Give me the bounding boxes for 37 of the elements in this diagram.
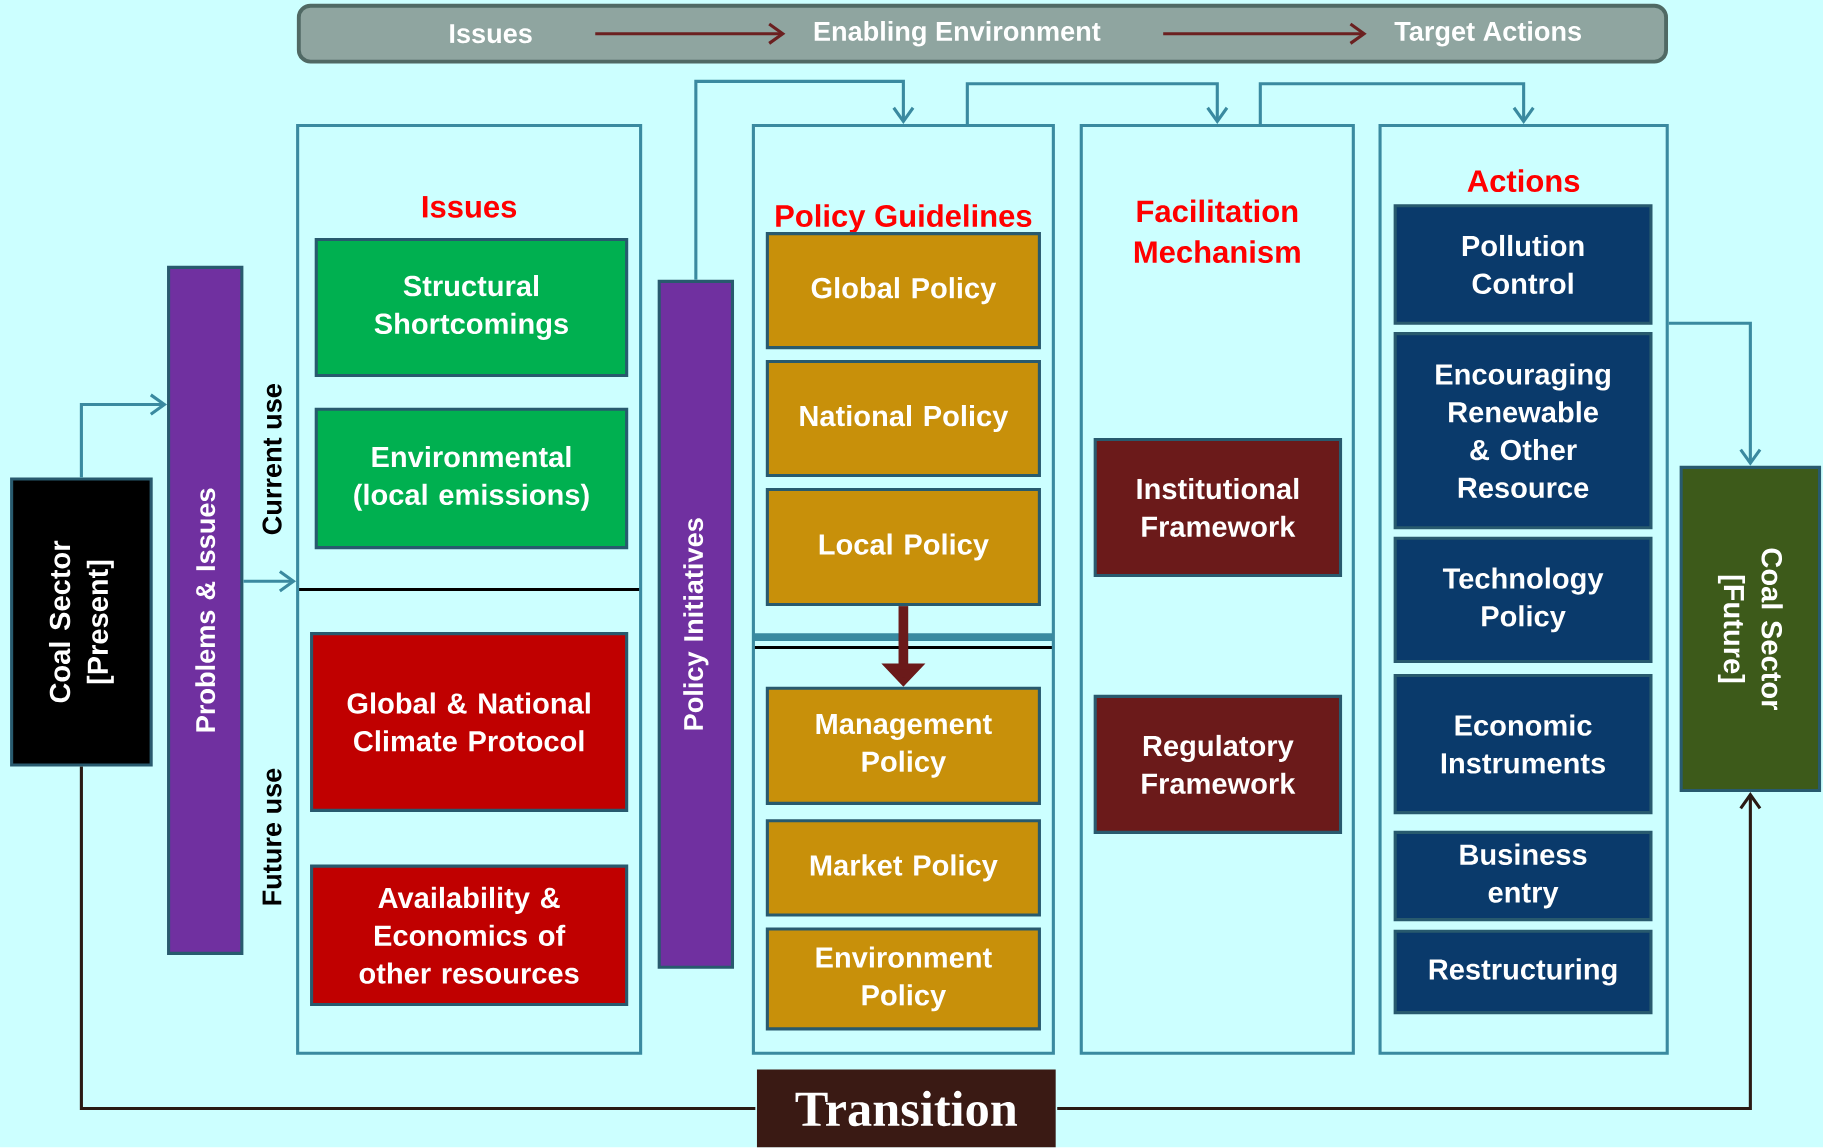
- arrow: [1258, 82, 1535, 125]
- header-label: Issues: [450, 24, 532, 44]
- coal-sector-box: Coal Sector [Present]: [10, 477, 153, 767]
- action-box: Economic Instruments: [1393, 674, 1653, 815]
- side-label: Current use: [262, 384, 282, 535]
- action-box: Restructuring: [1393, 929, 1653, 1015]
- arrow: [965, 82, 1229, 125]
- arrow: [243, 570, 297, 593]
- action-box: Encouraging Renewable & Other Resource: [1393, 332, 1653, 530]
- issue-box: Availability & Economics of other resources: [310, 864, 629, 1007]
- vertical-bar: Policy Initiatives: [657, 280, 734, 970]
- action-box: Technology Policy: [1393, 537, 1653, 664]
- policy-box: Local Policy: [765, 488, 1041, 607]
- header-label: Target Actions: [1394, 21, 1581, 47]
- issue-box: Structural Shortcomings: [314, 238, 629, 378]
- policy-box: Environment Policy: [765, 927, 1041, 1031]
- issue-box: Global & National Climate Protocol: [310, 632, 629, 813]
- action-box: Business entry: [1393, 831, 1653, 922]
- policy-box: Global Policy: [765, 232, 1041, 350]
- arrow: [1668, 321, 1762, 467]
- arrow: [79, 393, 168, 478]
- coal-sector-box: Coal Sector [Future]: [1679, 466, 1822, 793]
- policy-box: National Policy: [765, 360, 1041, 478]
- arrow: [1163, 23, 1367, 45]
- side-label: Future use: [262, 768, 282, 905]
- policy-box: Management Policy: [765, 686, 1041, 806]
- arrow: [694, 80, 915, 281]
- transition-box: Transition: [756, 1069, 1056, 1148]
- arrow: [1057, 792, 1762, 1111]
- framework-box: Regulatory Framework: [1093, 695, 1343, 835]
- policy-box: Market Policy: [765, 819, 1041, 917]
- action-box: Pollution Control: [1393, 204, 1653, 325]
- arrow: [595, 23, 786, 45]
- vertical-bar: Problems & Issues: [167, 266, 244, 956]
- issue-box: Environmental (local emissions): [314, 407, 629, 550]
- framework-box: Institutional Framework: [1093, 438, 1343, 578]
- header-label: Enabling Environment: [814, 21, 1101, 47]
